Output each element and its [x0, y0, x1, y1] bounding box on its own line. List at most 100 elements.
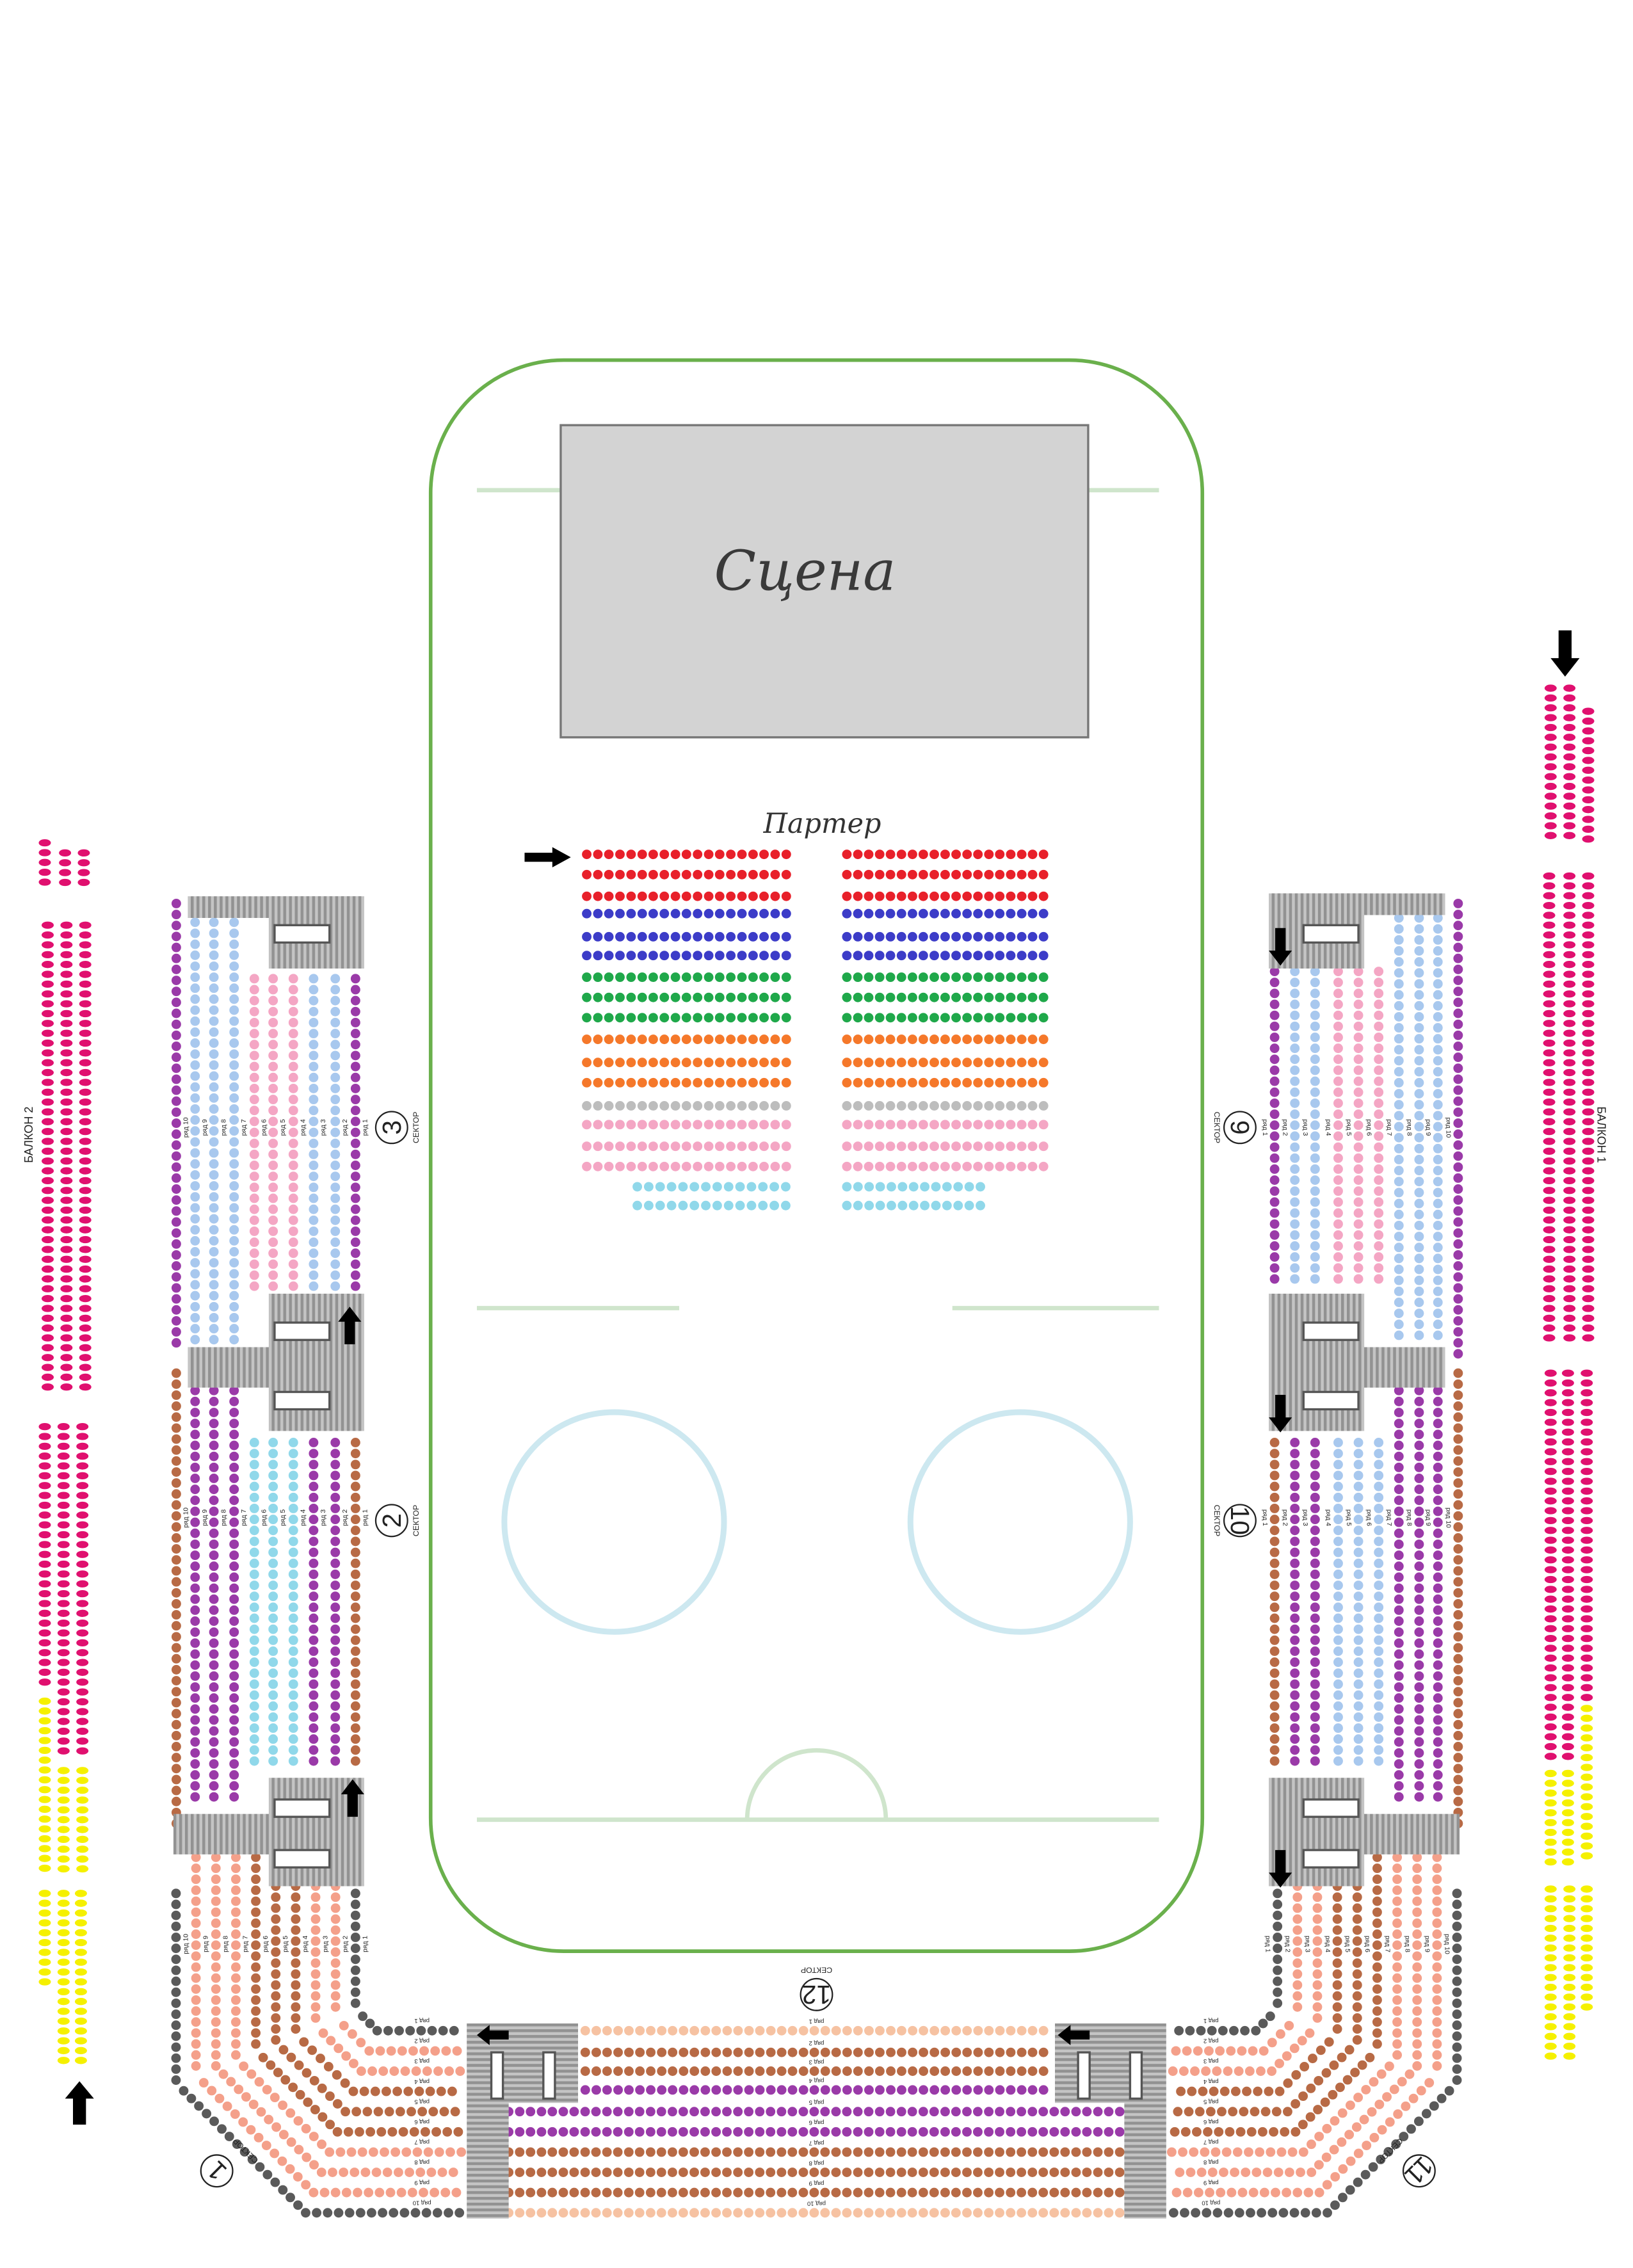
seat[interactable]: [191, 2050, 201, 2060]
seat[interactable]: [42, 1138, 54, 1145]
seat[interactable]: [57, 1698, 70, 1706]
seat[interactable]: [209, 983, 219, 993]
seat[interactable]: [659, 1101, 670, 1111]
seat[interactable]: [1563, 951, 1576, 958]
seat[interactable]: [733, 2047, 743, 2057]
seat[interactable]: [288, 1438, 298, 1447]
seat[interactable]: [268, 1204, 278, 1214]
seat[interactable]: [656, 2187, 666, 2198]
seat[interactable]: [1267, 2208, 1278, 2218]
seat[interactable]: [1392, 2028, 1403, 2038]
seat[interactable]: [1543, 1088, 1556, 1096]
seat[interactable]: [209, 1258, 219, 1268]
seat[interactable]: [38, 1423, 51, 1431]
seat[interactable]: [1310, 1547, 1320, 1557]
seat[interactable]: [38, 1825, 51, 1833]
seat[interactable]: [42, 1177, 54, 1185]
seat[interactable]: [689, 2085, 700, 2095]
seat[interactable]: [1544, 822, 1557, 830]
seat[interactable]: [288, 1204, 298, 1214]
seat[interactable]: [1307, 2167, 1317, 2177]
seat[interactable]: [330, 1204, 341, 1214]
seat[interactable]: [1333, 1745, 1343, 1755]
seat[interactable]: [288, 1602, 298, 1613]
seat[interactable]: [1543, 1128, 1556, 1136]
seat[interactable]: [678, 2147, 688, 2157]
seat[interactable]: [634, 2127, 645, 2137]
seat[interactable]: [348, 2086, 358, 2096]
seat[interactable]: [1290, 1186, 1300, 1196]
seat[interactable]: [74, 1919, 87, 1927]
seat[interactable]: [1374, 1624, 1384, 1634]
seat[interactable]: [1453, 1489, 1463, 1499]
seat[interactable]: [1377, 2125, 1387, 2135]
seat[interactable]: [951, 2208, 961, 2218]
seat[interactable]: [76, 1472, 89, 1480]
seat[interactable]: [973, 869, 983, 880]
seat[interactable]: [613, 2025, 623, 2036]
seat[interactable]: [1412, 1962, 1422, 1972]
seat[interactable]: [1017, 2187, 1027, 2198]
seat[interactable]: [593, 1120, 603, 1130]
seat[interactable]: [1372, 1863, 1382, 1873]
seat[interactable]: [191, 1918, 201, 1928]
seat[interactable]: [218, 2069, 229, 2079]
seat[interactable]: [271, 2024, 281, 2034]
seat[interactable]: [1374, 999, 1384, 1009]
seat[interactable]: [190, 1225, 200, 1235]
seat[interactable]: [1543, 980, 1556, 988]
seat[interactable]: [874, 992, 885, 1002]
seat[interactable]: [1394, 1198, 1404, 1209]
seat[interactable]: [79, 1088, 92, 1096]
seat[interactable]: [748, 1141, 758, 1152]
seat[interactable]: [1298, 2119, 1308, 2130]
seat[interactable]: [190, 1737, 200, 1747]
seat[interactable]: [330, 1991, 341, 2001]
seat[interactable]: [249, 1017, 259, 1027]
seat[interactable]: [229, 950, 239, 960]
seat[interactable]: [76, 1550, 89, 1558]
seat[interactable]: [1093, 2187, 1103, 2198]
seat[interactable]: [1433, 990, 1443, 1000]
seat[interactable]: [330, 1925, 341, 1935]
seat[interactable]: [1185, 2025, 1195, 2036]
seat[interactable]: [230, 2050, 241, 2060]
seat[interactable]: [1563, 1088, 1576, 1096]
seat[interactable]: [1269, 1591, 1280, 1602]
seat[interactable]: [1221, 2147, 1232, 2157]
seat[interactable]: [1433, 1319, 1443, 1330]
seat[interactable]: [896, 1034, 906, 1045]
seat[interactable]: [842, 931, 852, 942]
seat[interactable]: [271, 1914, 281, 1924]
seat[interactable]: [1006, 2047, 1016, 2057]
seat[interactable]: [604, 891, 614, 901]
seat[interactable]: [209, 1429, 219, 1440]
seat[interactable]: [1333, 1492, 1343, 1502]
seat[interactable]: [1382, 2092, 1392, 2102]
seat[interactable]: [268, 1591, 278, 1602]
seat[interactable]: [190, 1770, 200, 1780]
seat[interactable]: [809, 2167, 819, 2177]
seat[interactable]: [1544, 1664, 1557, 1672]
seat[interactable]: [809, 2025, 819, 2036]
seat[interactable]: [615, 849, 625, 860]
seat[interactable]: [191, 1896, 201, 1906]
seat[interactable]: [995, 972, 1005, 983]
seat[interactable]: [1581, 1813, 1593, 1821]
seat[interactable]: [350, 1503, 360, 1513]
seat[interactable]: [229, 1301, 239, 1312]
seat[interactable]: [1433, 1693, 1443, 1703]
seat[interactable]: [1269, 1624, 1280, 1634]
seat[interactable]: [1582, 796, 1595, 803]
seat[interactable]: [1563, 743, 1576, 751]
seat[interactable]: [301, 2208, 310, 2218]
seat[interactable]: [896, 1013, 906, 1023]
seat[interactable]: [670, 1034, 680, 1045]
seat[interactable]: [1581, 2003, 1593, 2011]
seat[interactable]: [229, 1159, 239, 1169]
seat[interactable]: [995, 992, 1005, 1002]
seat[interactable]: [380, 2147, 389, 2157]
seat[interactable]: [42, 1098, 54, 1106]
seat[interactable]: [1353, 2093, 1364, 2103]
seat[interactable]: [1269, 1438, 1280, 1447]
